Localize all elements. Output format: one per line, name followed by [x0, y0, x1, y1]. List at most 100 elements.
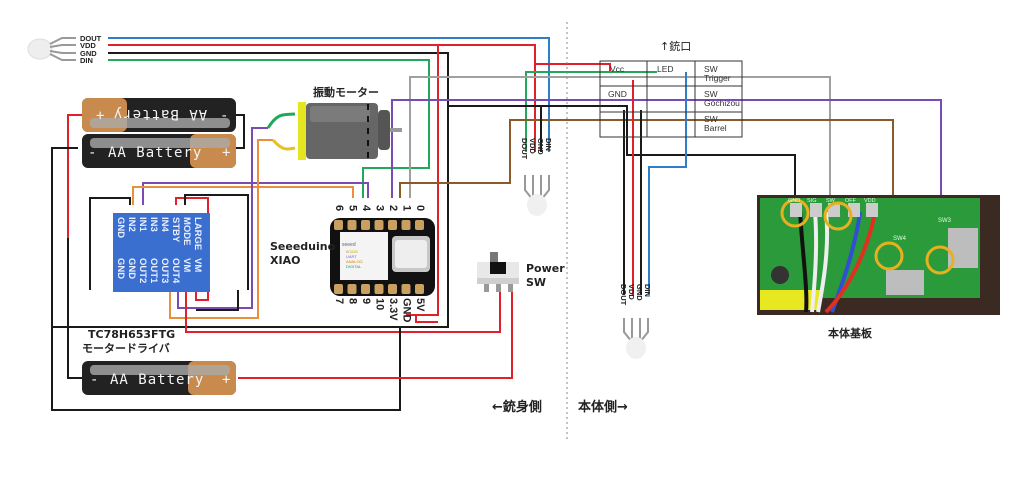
- battery-top-minus: -: [220, 108, 229, 124]
- xiao-pin-bottom-5v: 5V: [414, 298, 426, 312]
- led-top-pin-gnd: GND: [80, 49, 97, 58]
- connector-sw-gochizou-2: Gochizou: [704, 98, 740, 108]
- connector-vcc: Vcc: [610, 64, 625, 74]
- board-pad-label-sig: SIG: [807, 198, 816, 204]
- connector-sw-barrel-1: SW: [704, 114, 718, 124]
- xiao-pin-top-0: 0: [414, 205, 426, 211]
- wire-barrel-brown: [399, 119, 894, 200]
- driver-pin-top-in3: IN3: [148, 217, 159, 232]
- led-mid-pin-vdd: VDD: [528, 138, 537, 154]
- wire-orange-2: [169, 139, 273, 319]
- xiao-legend-digital: DIGITAL: [346, 264, 362, 269]
- wire-red-vm-2: [185, 290, 501, 333]
- wire-vdd-red: [108, 44, 536, 152]
- battery-middle-plus: +: [222, 145, 231, 161]
- led-mid-pin-dout: DOUT: [520, 138, 529, 160]
- connector-gnd: GND: [608, 89, 627, 99]
- xiao-pin-top-5: 5: [347, 205, 359, 211]
- wire-gnd-black: [52, 52, 449, 328]
- driver-pin-top-mode: MODE: [181, 217, 192, 246]
- battery-top-label: AA Battery: [113, 106, 207, 122]
- connector-sw-gochizou-1: SW: [704, 89, 718, 99]
- driver-pin-bottom-out2: OUT2: [137, 258, 148, 283]
- xiao-title-1: Seeeduino: [270, 240, 336, 253]
- xiao-pad-bottom: [401, 284, 411, 294]
- wire-batt-bottom-black: [67, 238, 82, 379]
- connector-sw-barrel-2: Barrel: [704, 123, 727, 133]
- driver-pin-top-gnd: GND: [115, 217, 126, 238]
- xiao-pad-bottom: [361, 284, 370, 294]
- battery-middle: AA Battery - +: [82, 134, 236, 168]
- xiao-pin-bottom-7: 7: [333, 298, 345, 304]
- connector-sw-trigger-1: SW: [704, 64, 718, 74]
- wire-batt-black: [51, 147, 401, 411]
- side-label-body: 本体側→: [578, 399, 628, 415]
- xiao-pad-bottom: [415, 284, 424, 294]
- xiao-pad-bottom: [388, 284, 397, 294]
- battery-bottom: AA Battery - +: [82, 361, 236, 395]
- led-top-pin-din: DIN: [80, 56, 93, 65]
- driver-pin-bottom-vm: VM: [181, 258, 192, 272]
- wire-black-drv-3: [184, 194, 249, 290]
- xiao-pad-top: [347, 220, 357, 230]
- led-top-pin-dout: DOUT: [80, 34, 102, 43]
- wire-trigger-gray: [409, 76, 831, 200]
- xiao-pad-bottom: [347, 284, 357, 294]
- driver-pin-top-stby: STBY: [170, 217, 181, 243]
- board-pad-label-sw: SW: [826, 198, 836, 204]
- wire-orange-1: [132, 186, 354, 205]
- battery-top: AA Battery + -: [82, 98, 236, 132]
- driver-pin-top-in4: IN4: [159, 217, 170, 233]
- wire-vcc-red: [535, 63, 611, 72]
- xiao-pin-bottom-10: 10: [374, 298, 386, 310]
- connector-title: ↑銃口: [660, 39, 691, 53]
- driver-pin-bottom-out4: OUT4: [170, 258, 181, 284]
- driver-pin-top-in2: IN2: [126, 217, 137, 232]
- xiao-pad-top: [415, 220, 424, 230]
- xiao-pin-bottom-33v: 3.3V: [387, 298, 399, 321]
- xiao-pad-top: [361, 220, 370, 230]
- xiao-legend-analog: ANALOG: [346, 259, 363, 264]
- board-pad-label-off: OFF: [845, 198, 857, 204]
- driver-pin-bottom-gnd: GND: [126, 258, 137, 279]
- side-label-barrel: ←銃身側: [492, 399, 542, 415]
- wire-dout-blue: [108, 37, 550, 152]
- xiao-pad-top: [374, 220, 384, 230]
- led-body: [27, 38, 53, 60]
- driver-title-2: モータードライバ: [82, 342, 170, 355]
- wire-din-green: [108, 59, 430, 198]
- driver-title-1: TC78H653FTG: [88, 328, 175, 341]
- wire-din-green-2: [525, 71, 657, 152]
- vibration-motor: 振動モーター: [266, 85, 402, 160]
- led-right-pin-dout: DOUT: [619, 284, 628, 306]
- xiao-pin-top-1: 1: [401, 205, 413, 211]
- rgb-led-top: DOUT VDD GND DIN: [27, 34, 102, 65]
- xiao-pin-bottom-9: 9: [360, 298, 372, 304]
- xiao-legend-uart: UART: [346, 254, 357, 259]
- driver-pin-bottom-gnd: GND: [115, 258, 126, 279]
- led-right-pin-vdd: VDD: [627, 284, 636, 300]
- driver-pin-bottom-vm: VM: [192, 258, 203, 272]
- battery-top-plus: +: [96, 108, 105, 124]
- board-pad-label-vdd: VDD: [864, 198, 876, 204]
- xiao-pad-bottom: [374, 284, 384, 294]
- battery-middle-label: AA Battery: [108, 145, 202, 161]
- board-sw3-label: SW3: [938, 218, 952, 224]
- wire-batt-red: [67, 114, 85, 238]
- xiao-pin-top-6: 6: [333, 205, 345, 211]
- wire-purple-2: [142, 182, 369, 205]
- driver-pin-top-large: LARGE: [192, 217, 203, 250]
- xiao-pad-bottom: [334, 284, 343, 294]
- led-top-pin-vdd: VDD: [80, 41, 96, 50]
- driver-pin-bottom-out1: OUT1: [148, 258, 159, 284]
- xiao-pad-top: [388, 220, 397, 230]
- battery-middle-minus: -: [88, 145, 97, 161]
- xiao-pin-bottom-gnd: GND: [401, 298, 413, 323]
- power-switch: Power SW: [477, 252, 565, 292]
- wire-black-drv-2: [196, 290, 239, 311]
